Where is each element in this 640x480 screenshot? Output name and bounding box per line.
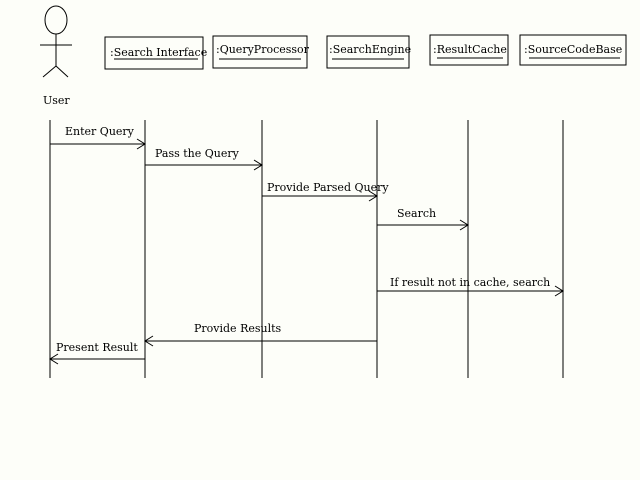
message-label: Provide Parsed Query [267, 181, 389, 194]
object-label: :QueryProcessor [216, 43, 310, 56]
message-label: Provide Results [194, 322, 282, 335]
message-label: Enter Query [65, 125, 135, 138]
message-if-result-not-in-cache [377, 285, 564, 297]
actor-user-label: User [43, 94, 70, 107]
message-label: If result not in cache, search [390, 276, 550, 289]
message-present-result [49, 353, 145, 365]
object-source-code-base: :SourceCodeBase [519, 34, 627, 66]
object-search-interface: :Search Interface [104, 36, 207, 70]
message-label: Search [397, 207, 436, 220]
object-label: :SearchEngine [329, 43, 411, 56]
message-search [377, 219, 469, 231]
object-search-engine: :SearchEngine [326, 35, 411, 69]
object-query-processor: :QueryProcessor [212, 35, 310, 69]
message-label: Pass the Query [155, 147, 240, 160]
message-pass-the-query [145, 159, 263, 171]
message-provide-results [144, 335, 377, 347]
message-provide-parsed-query [262, 190, 378, 202]
lifelines [49, 120, 564, 378]
actor-user-figure [40, 5, 72, 78]
message-enter-query [50, 138, 146, 150]
object-result-cache: :ResultCache [429, 34, 509, 66]
message-label: Present Result [56, 341, 138, 354]
object-label: :Search Interface [110, 46, 207, 59]
object-label: :SourceCodeBase [524, 43, 622, 56]
object-label: :ResultCache [433, 43, 507, 56]
messages [49, 138, 564, 365]
